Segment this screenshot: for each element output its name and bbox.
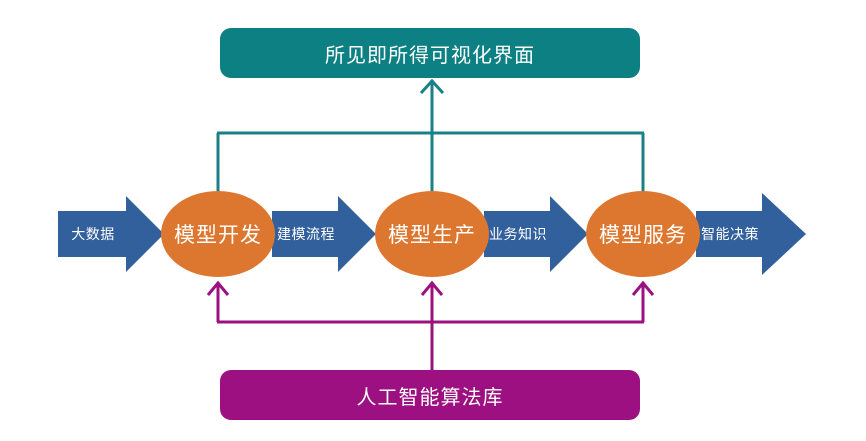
stage-ellipse-1-shape[interactable] xyxy=(161,191,275,277)
stage-ellipse-3-shape[interactable] xyxy=(586,191,700,277)
magenta-connector-group xyxy=(206,280,655,370)
magenta-arrowhead-right-icon xyxy=(631,280,655,296)
magenta-arrowhead-left-icon xyxy=(206,280,230,296)
flow-arrow-4-shape[interactable] xyxy=(696,193,806,275)
bottom-banner-shape[interactable] xyxy=(220,370,640,420)
magenta-arrowhead-center-icon xyxy=(420,280,444,296)
teal-arrowhead-up-icon xyxy=(419,78,445,95)
flow-arrow-1-shape[interactable] xyxy=(58,196,164,272)
flow-arrow-3-shape[interactable] xyxy=(484,196,588,272)
flow-arrow-group xyxy=(58,193,806,275)
stage-ellipse-2-shape[interactable] xyxy=(375,191,489,277)
flow-arrow-2-shape[interactable] xyxy=(272,196,376,272)
top-banner-shape[interactable] xyxy=(220,28,640,78)
teal-connector-group xyxy=(216,78,645,199)
